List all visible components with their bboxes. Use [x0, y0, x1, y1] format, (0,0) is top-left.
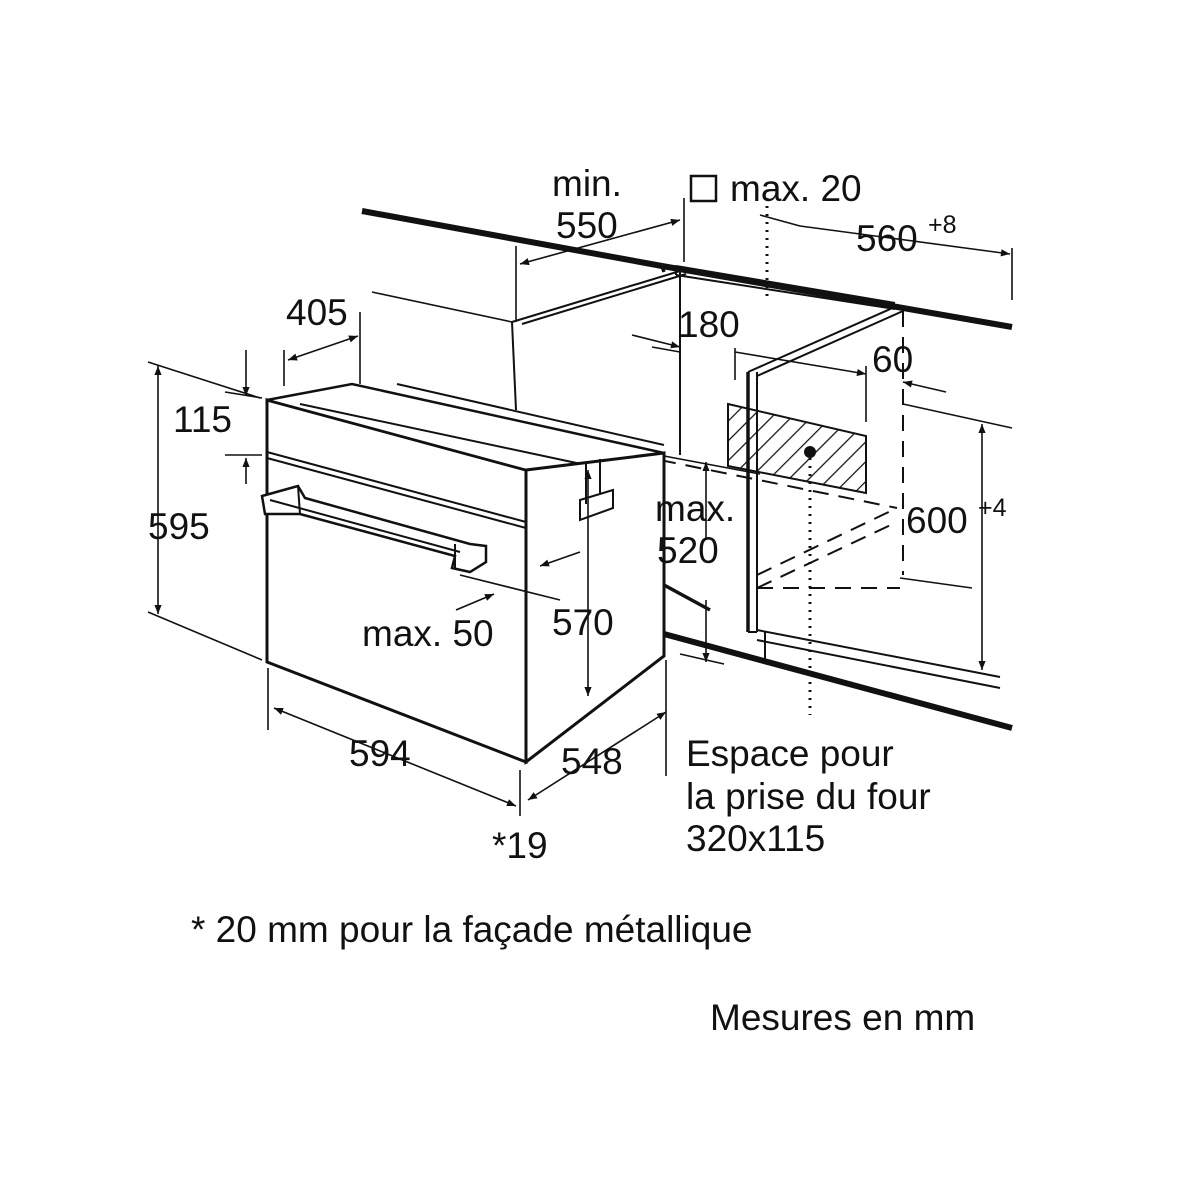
label-600: 600: [906, 500, 968, 541]
label-max-20: max. 20: [730, 168, 862, 209]
label-600-tolerance: +4: [978, 494, 1007, 522]
label-595: 595: [148, 506, 210, 547]
square-symbol-icon: [689, 174, 718, 203]
socket-note-line-2: la prise du four: [686, 776, 931, 817]
label-560-tolerance: +8: [928, 211, 957, 239]
socket-note-line-1: Espace pour: [686, 733, 894, 774]
label-max: max.: [655, 488, 735, 529]
label-570: 570: [552, 602, 614, 643]
label-min: min.: [552, 163, 622, 204]
label-60: 60: [872, 339, 913, 380]
oven: [260, 382, 666, 766]
label-180: 180: [678, 304, 740, 345]
label-115: 115: [173, 399, 232, 440]
dimension-lines: [147, 198, 1013, 816]
dimension-labels: min. 550 max. 20 560 +8 405 180 60 115 5…: [148, 163, 1007, 866]
label-548: 548: [561, 741, 623, 782]
footnote: * 20 mm pour la façade métallique: [191, 909, 752, 950]
label-19: *19: [492, 825, 548, 866]
socket-note: Espace pour la prise du four 320x115: [686, 733, 931, 859]
label-560: 560: [856, 218, 918, 259]
label-550: 550: [556, 205, 618, 246]
label-520: 520: [657, 530, 719, 571]
label-max-50: max. 50: [362, 613, 494, 654]
socket-note-line-3: 320x115: [686, 818, 825, 859]
units-note: Mesures en mm: [710, 997, 975, 1038]
label-405: 405: [286, 292, 348, 333]
label-594: 594: [349, 733, 411, 774]
socket-space: [727, 190, 867, 715]
